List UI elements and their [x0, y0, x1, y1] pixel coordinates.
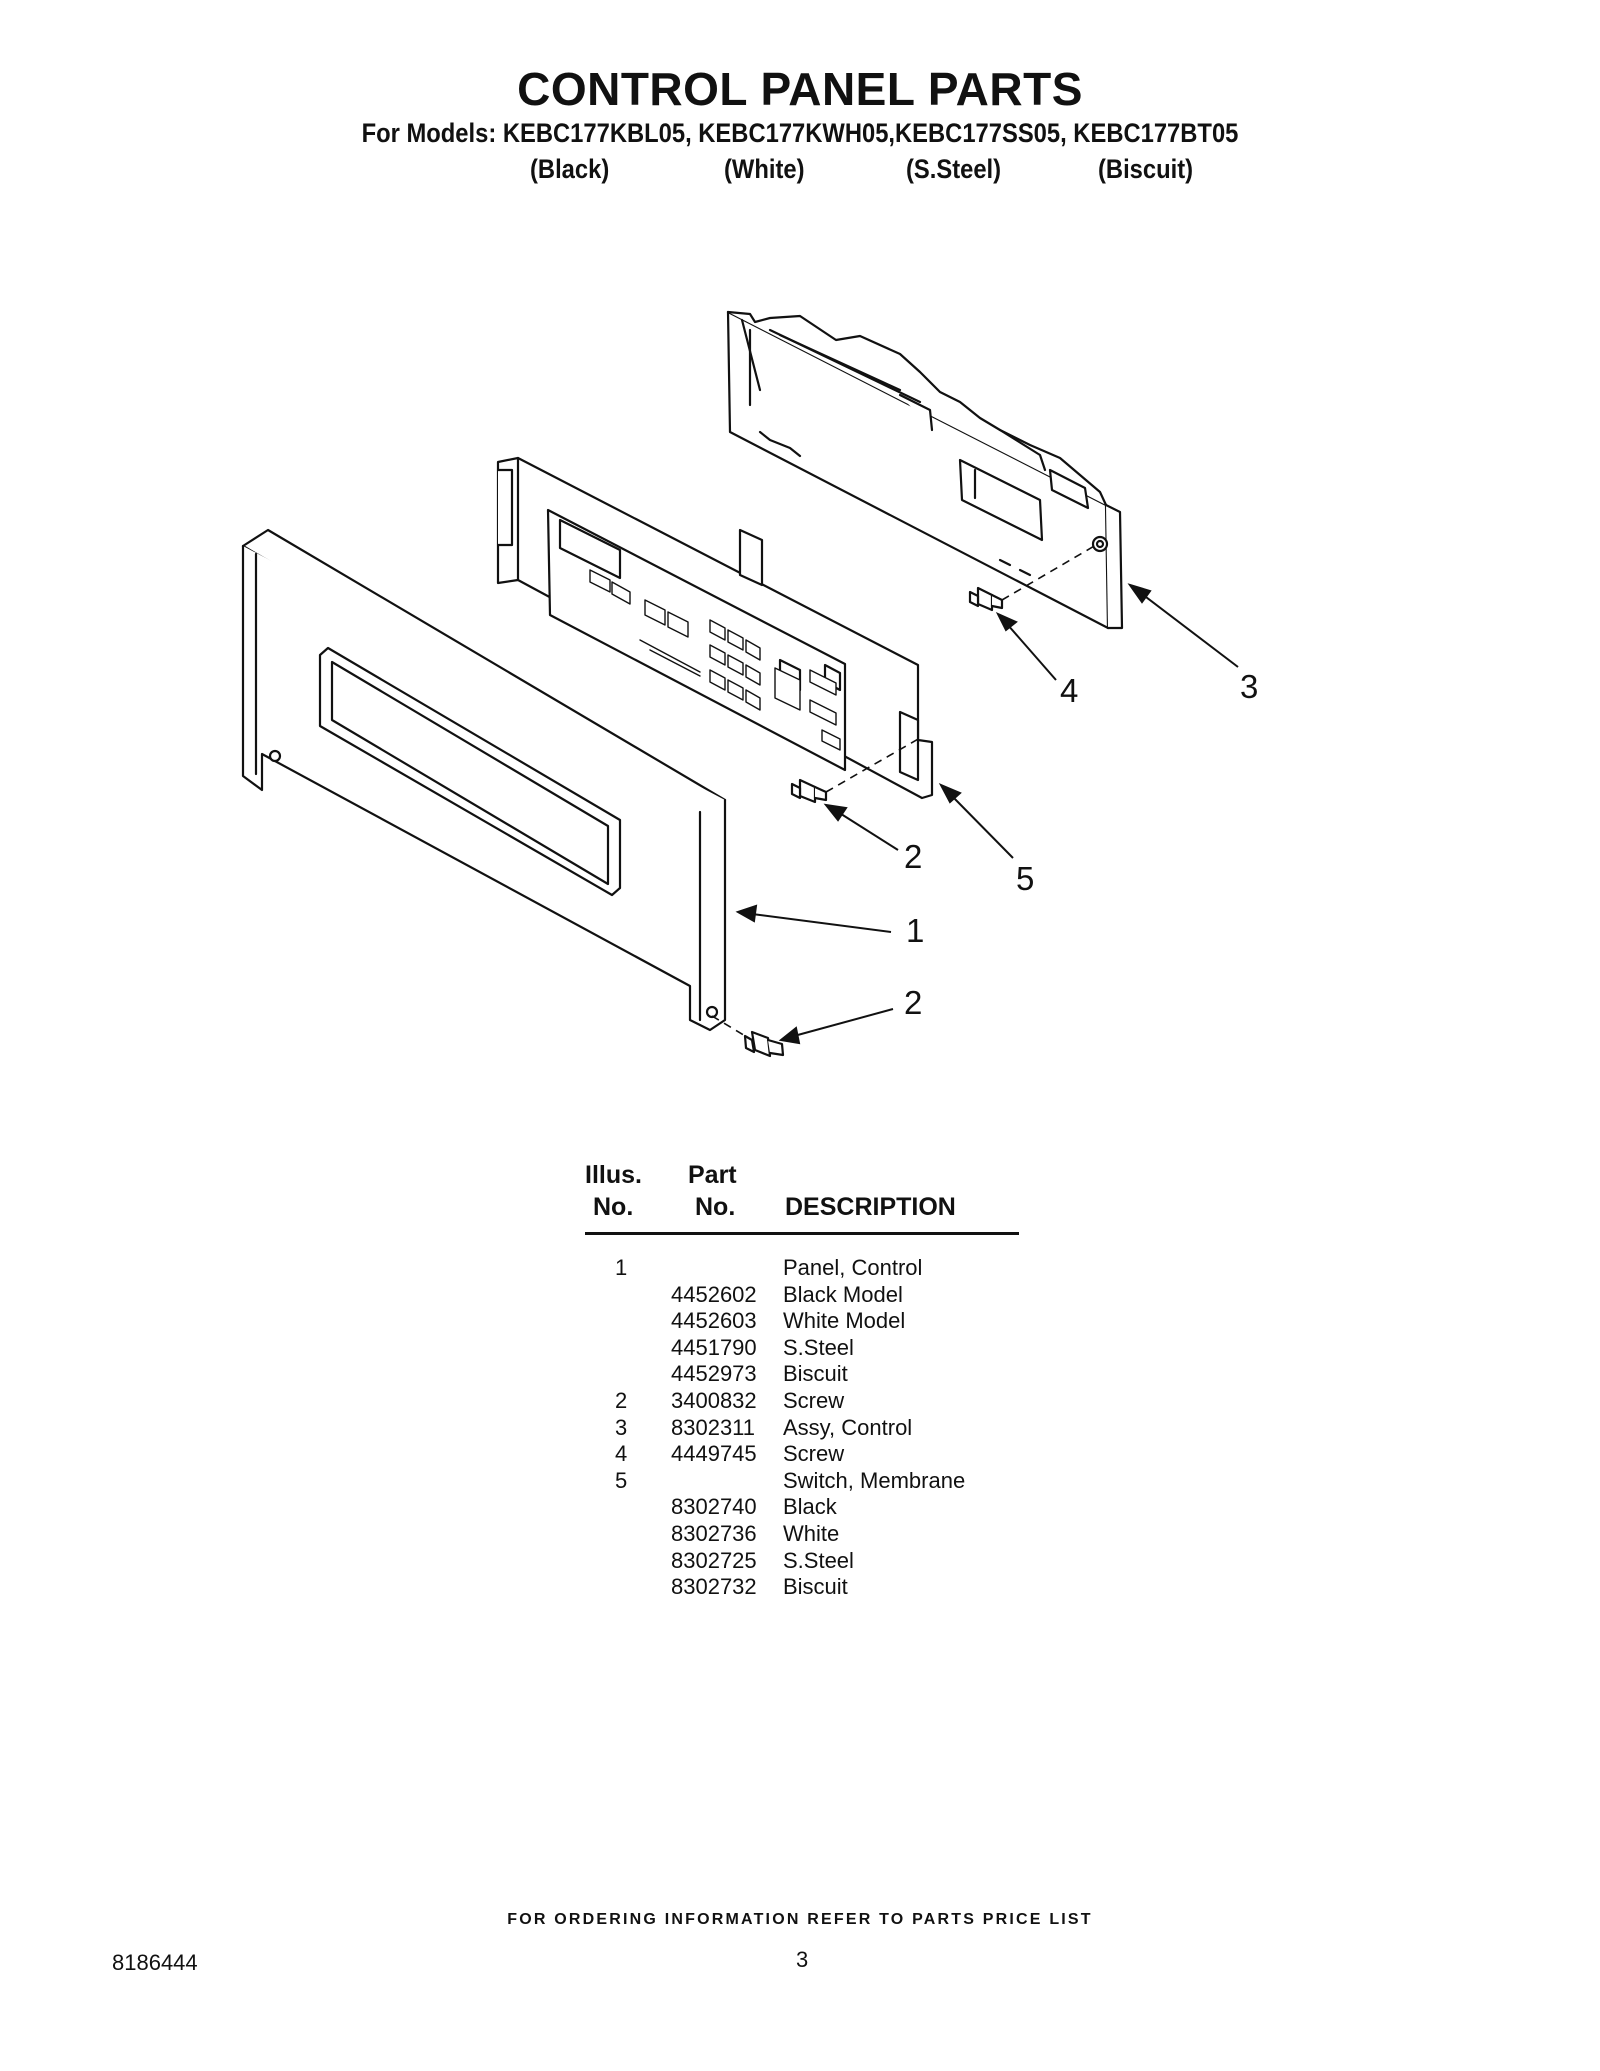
- part-no-cell: 8302740: [671, 1494, 757, 1520]
- color-label-ssteel: (S.Steel): [906, 154, 1002, 184]
- part-no-cell: 8302725: [671, 1547, 757, 1573]
- models-line: For Models: KEBC177KBL05, KEBC177KWH05,K…: [361, 118, 1239, 148]
- illus-no-cell: 1: [615, 1255, 628, 1280]
- color-label-biscuit: (Biscuit): [1098, 154, 1194, 184]
- table-header-rule: [585, 1232, 1019, 1235]
- table-row: 8302732 Biscuit: [585, 1574, 1015, 1601]
- table-row: 4452603 White Model: [585, 1308, 1015, 1335]
- header-illus-bottom: No.: [593, 1193, 634, 1221]
- callout-2-lower: 2: [904, 984, 923, 1021]
- table-row: 1 Panel, Control: [585, 1255, 1015, 1282]
- table-row: 4 4449745 Screw: [585, 1441, 1015, 1468]
- header-illus-top: Illus.: [585, 1161, 642, 1189]
- description-cell: S.Steel: [783, 1334, 854, 1360]
- ordering-note: FOR ORDERING INFORMATION REFER TO PARTS …: [507, 1911, 1093, 1928]
- table-row: 8302725 S.Steel: [585, 1548, 1015, 1575]
- table-row: 4452973 Biscuit: [585, 1361, 1015, 1388]
- table-row: 2 3400832 Screw: [585, 1388, 1015, 1415]
- header-description: DESCRIPTION: [785, 1193, 956, 1221]
- exploded-parts-diagram: [241, 310, 1239, 1058]
- description-cell: White: [783, 1520, 840, 1546]
- control-assembly-part: [726, 310, 1124, 630]
- description-cell: White Model: [783, 1308, 906, 1334]
- description-cell: Panel, Control: [783, 1255, 923, 1280]
- part-no-cell: 4452602: [671, 1281, 757, 1307]
- callout-2-upper: 2: [904, 838, 923, 875]
- table-row: 3 8302311 Assy, Control: [585, 1415, 1015, 1442]
- part-no-cell: 4452973: [671, 1361, 757, 1387]
- membrane-switch-part: [496, 456, 934, 800]
- illus-no-cell: 5: [615, 1467, 628, 1493]
- description-cell: Screw: [783, 1441, 845, 1467]
- header-part-top: Part: [688, 1161, 737, 1189]
- part-no-cell: 8302736: [671, 1520, 757, 1546]
- description-cell: Screw: [783, 1387, 845, 1413]
- screw-part-2-upper: [790, 778, 828, 804]
- illus-no-cell: 3: [615, 1414, 628, 1440]
- illus-no-cell: 4: [615, 1441, 628, 1467]
- table-row: 8302736 White: [585, 1521, 1015, 1548]
- table-row: 4451790 S.Steel: [585, 1335, 1015, 1362]
- document-number: 8186444: [112, 1950, 198, 1975]
- callout-3: 3: [1240, 668, 1259, 705]
- description-cell: Black: [783, 1494, 837, 1520]
- page-title: CONTROL PANEL PARTS: [517, 63, 1083, 115]
- part-no-cell: 4449745: [671, 1441, 757, 1467]
- description-cell: Assy, Control: [783, 1414, 913, 1440]
- description-cell: Biscuit: [783, 1361, 848, 1387]
- callout-5: 5: [1016, 860, 1035, 897]
- callout-4: 4: [1060, 672, 1079, 709]
- part-no-cell: 4452603: [671, 1308, 757, 1334]
- illus-no-cell: 2: [615, 1387, 628, 1413]
- part-no-cell: 3400832: [671, 1387, 757, 1413]
- color-label-white: (White): [724, 154, 805, 184]
- color-label-black: (Black): [530, 154, 610, 184]
- page-number: 3: [796, 1947, 809, 1972]
- screw-part-4: [968, 586, 1004, 612]
- callout-1: 1: [906, 912, 925, 949]
- part-no-cell: 8302732: [671, 1574, 757, 1600]
- screw-part-2-lower: [743, 1030, 785, 1058]
- part-no-cell: 8302311: [671, 1414, 756, 1440]
- table-row: 4452602 Black Model: [585, 1282, 1015, 1309]
- description-cell: Biscuit: [783, 1574, 848, 1600]
- description-cell: Black Model: [783, 1281, 903, 1307]
- description-cell: Switch, Membrane: [783, 1467, 966, 1493]
- table-row: 5 Switch, Membrane: [585, 1468, 1015, 1495]
- description-cell: S.Steel: [783, 1547, 854, 1573]
- control-panel-part: [241, 528, 727, 1032]
- part-no-cell: 4451790: [671, 1334, 757, 1360]
- table-row: 8302740 Black: [585, 1494, 1015, 1521]
- header-part-bottom: No.: [695, 1193, 736, 1221]
